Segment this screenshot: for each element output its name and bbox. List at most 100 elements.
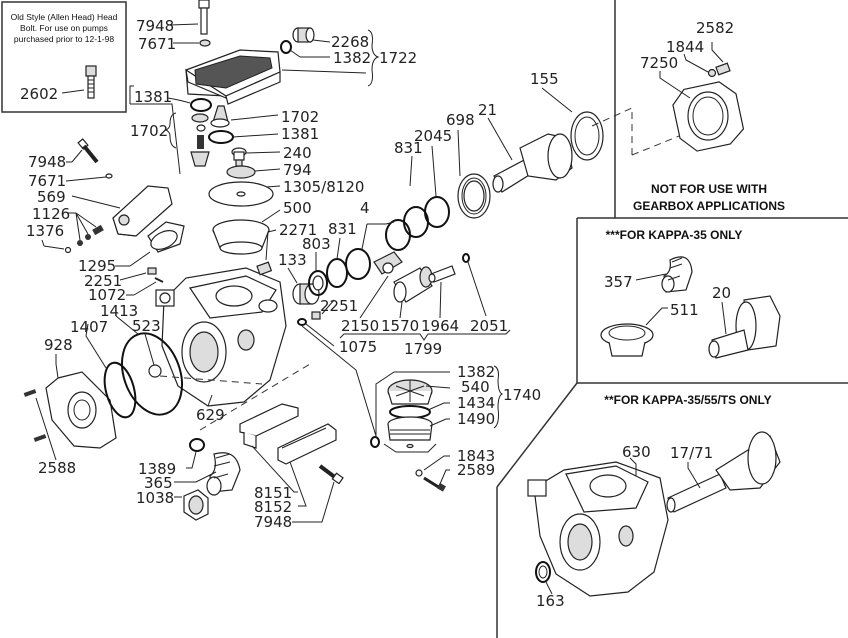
label-1376: 1376 [26,222,64,240]
label-1075: 1075 [339,338,377,356]
label-1702-assembly: 1702 [130,122,168,140]
bracket-8152-icon [277,423,337,465]
label-831: 831 [328,220,357,238]
bracket-8151-icon [239,403,299,449]
kappa3555ts-section: **FOR KAPPA-35/55/TS ONLY 630 17/71 163 [527,393,781,610]
label-540: 540 [461,378,490,396]
old-style-note-box [1,1,127,113]
crankshaft-21-icon [492,133,573,193]
note-line-1: Old Style (Allen Head) Head [11,12,118,22]
block-569-icon [112,185,173,237]
label-2150: 2150 [341,317,379,335]
label-928: 928 [44,336,73,354]
note-line-3: purchased prior to 12-1-98 [14,34,114,44]
note-line-2: Bolt. For use on pumps [20,23,108,33]
label-831b: 831 [394,139,423,157]
kappa35-section: ***FOR KAPPA-35 ONLY 357 511 20 [600,228,781,359]
seal-155-icon [570,111,604,161]
o-ring-1413-icon [121,332,183,416]
label-357: 357 [604,273,633,291]
bearing-133-icon [292,283,320,305]
bolt-icon [77,138,99,164]
label-569: 569 [37,188,66,206]
o-ring-icon [297,318,307,326]
seal-163-icon [535,561,551,583]
label-1434: 1434 [457,394,495,412]
washer-icon [415,469,423,477]
piston-500-icon [212,219,270,255]
label-8151: 8151 [254,484,292,502]
o-ring-1389-icon [189,438,205,452]
valve-cage-icon [190,151,210,167]
label-4: 4 [360,199,370,217]
label-523: 523 [132,317,161,335]
lower-fittings-group: 1389 365 1038 8151 8152 7948 [136,403,344,531]
label-7948: 7948 [136,17,174,35]
label-803: 803 [302,235,331,253]
kappa3555ts-heading: **FOR KAPPA-35/55/TS ONLY [604,393,771,407]
label-1722: 1722 [379,49,417,67]
bearing-698-icon [457,173,491,219]
label-698: 698 [446,111,475,129]
cover-1295-icon [147,221,185,253]
plug-2271-icon [256,261,273,276]
left-parts-group: 7948 7671 569 1126 1376 1295 2251 [26,138,185,304]
label-7948b: 7948 [28,153,66,171]
bolt-2589-icon [423,476,446,492]
valve-794-icon [226,165,256,179]
label-1305-8120: 1305/8120 [283,178,364,196]
elbow-365-icon [206,452,241,496]
label-1740: 1740 [503,386,541,404]
snap-ring-2045-icon [424,196,450,228]
valve-assembly-1740: 1382 540 1434 1490 1740 1843 2589 [370,363,541,492]
label-1843: 1843 [457,447,495,465]
label-2251b: 2251 [320,297,358,315]
gearbox-section: 2582 1844 7250 NOT FOR USE WITH GEARBOX … [633,19,785,213]
pump-body-630-icon [527,461,669,597]
label-2602: 2602 [20,85,58,103]
allen-head-bolt-icon [85,65,97,99]
crank-parts-group: 2271 133 803 831 4 [256,173,511,437]
gearbox-heading-line-2: GEARBOX APPLICATIONS [633,199,785,213]
label-1407: 1407 [70,318,108,336]
label-2588: 2588 [38,459,76,477]
plug-2251-icon [147,267,157,275]
washer-icon [196,124,206,132]
label-2589: 2589 [457,461,495,479]
piston-511-icon [600,323,654,357]
plug-2251b-icon [311,311,321,320]
label-1295: 1295 [78,257,116,275]
label-163: 163 [536,592,565,610]
label-7948c: 7948 [254,513,292,531]
frame-line [496,382,578,488]
ring-4b-icon [385,219,411,251]
label-794: 794 [283,161,312,179]
valve-cover-540-icon [387,379,433,405]
washer-icon [707,68,717,78]
label-1570: 1570 [381,317,419,335]
label-1490: 1490 [457,410,495,428]
label-1072: 1072 [88,286,126,304]
label-240: 240 [283,144,312,162]
label-1844: 1844 [666,38,704,56]
label-2271: 2271 [279,221,317,239]
bolt-icon [198,0,210,35]
brace-1702 [164,112,177,149]
crankshaft-1771-icon [666,431,781,513]
o-ring-icon [154,277,164,283]
o-ring-icon [280,40,292,54]
clip-2051-icon [462,253,470,263]
label-1038: 1038 [136,489,174,507]
label-2045: 2045 [414,127,452,145]
brace-1722 [367,29,380,87]
label-1382: 1382 [333,49,371,67]
label-155: 155 [530,70,559,88]
label-365: 365 [144,474,173,492]
o-ring-icon [208,130,234,144]
pin-1964-icon [428,265,456,283]
gearbox-heading-line-1: NOT FOR USE WITH [651,182,767,196]
bolt-icon [715,62,731,76]
valve-seat-1490-icon [383,416,437,453]
ring-831-icon [326,258,348,288]
